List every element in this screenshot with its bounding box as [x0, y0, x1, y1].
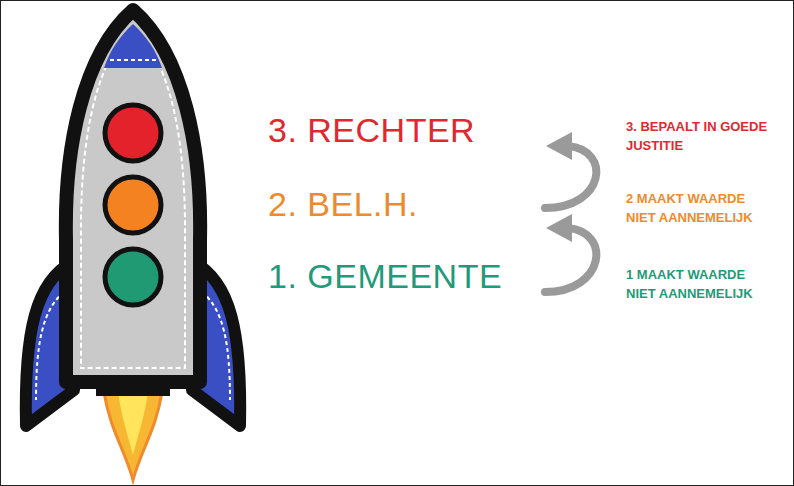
arrow-head [546, 214, 572, 242]
flame [104, 392, 162, 480]
level-note: 3. BEPAALT IN GOEDE JUSTITIE [626, 118, 786, 156]
arrow-head [546, 132, 572, 160]
nose-cap [104, 24, 162, 68]
orange-light [105, 177, 161, 233]
body-dash [81, 26, 185, 368]
level-note: 2 MAAKT WAARDE NIET AANNEMELIJK [626, 190, 766, 228]
rocket-body [66, 10, 200, 382]
red-light [105, 105, 161, 161]
level-title: 3. RECHTER [268, 112, 475, 149]
flame-core [118, 392, 148, 455]
level-title: 1. GEMEENTE [268, 258, 502, 295]
level-title: 2. BEL.H. [268, 186, 418, 223]
green-light [105, 249, 161, 305]
nose-dash [110, 59, 156, 61]
level-note: 1 MAAKT WAARDE NIET AANNEMELIJK [626, 266, 766, 304]
